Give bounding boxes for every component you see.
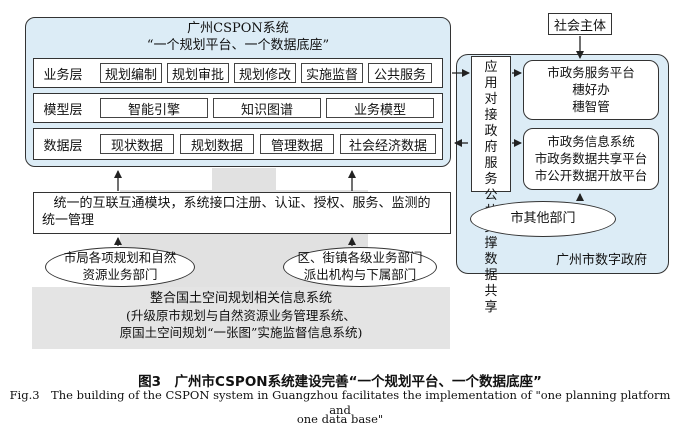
model-item: 业务模型 [326, 98, 434, 118]
figure-caption-en-line-1: Fig.3 The building of the CSPON system i… [9, 387, 671, 417]
interconnect-line-1: 统一的互联互通模块，系统接口注册、认证、授权、服务、监测的 [53, 196, 431, 211]
city-bureau-line: 市局各项规划和自然 [63, 250, 177, 265]
government-service-box [523, 60, 659, 120]
other-departments-ellipse: 市其他部门 [470, 201, 616, 237]
platform-subtitle: “一个规划平台、一个数据底座” [146, 38, 330, 53]
data-item: 管理数据 [260, 134, 334, 154]
interconnect-line-2: 统一管理 [42, 213, 95, 228]
business-item: 规划编制 [100, 63, 162, 83]
business-item: 规划审批 [167, 63, 229, 83]
business-item: 实施监督 [301, 63, 363, 83]
base-system-panel [32, 287, 450, 349]
district-departments-line: 派出机构与下属部门 [303, 267, 417, 282]
city-bureau-departments-ellipse [45, 247, 195, 287]
model-layer-label: 模型层 [43, 102, 83, 118]
government-service-line: 穗好办 [572, 82, 610, 97]
data-item: 现状数据 [100, 134, 174, 154]
government-info-line: 市公开数据开放平台 [534, 168, 648, 183]
interconnect-module-box [33, 192, 451, 234]
figure-caption-cn: 图3 广州市CSPON系统建设完善“一个规划平台、一个数据底座” [138, 374, 542, 390]
platform-title: 广州CSPON系统 [187, 21, 289, 36]
business-layer-label: 业务层 [43, 67, 83, 83]
data-item: 社会经济数据 [340, 134, 436, 154]
social-subject-box: 社会主体 [548, 13, 612, 35]
government-info-line: 市政务数据共享平台 [534, 151, 648, 166]
data-item: 规划数据 [180, 134, 254, 154]
government-service-line: 穗智管 [572, 99, 610, 114]
base-system-title: 整合国土空间规划相关信息系统 [149, 291, 332, 306]
government-service-line: 市政务服务平台 [547, 65, 635, 80]
business-item: 规划修改 [234, 63, 296, 83]
app-interface-box [471, 56, 511, 192]
data-layer-label: 数据层 [43, 138, 83, 154]
base-system-line-2: (升级原市规划与自然资源业务管理系统、 [126, 308, 356, 323]
model-item: 知识图谱 [213, 98, 321, 118]
city-bureau-line: 资源业务部门 [82, 267, 158, 282]
base-system-line-3: 原国土空间规划“一张图”实施监督信息系统) [119, 325, 363, 340]
model-item: 智能引擎 [100, 98, 208, 118]
government-info-box [523, 128, 659, 190]
business-item: 公共服务 [368, 63, 432, 83]
government-info-line: 市政务信息系统 [547, 134, 635, 149]
district-departments-ellipse [283, 247, 437, 287]
district-departments-line: 区、街镇各级业务部门 [297, 250, 423, 265]
figure-caption-en-line-2: one data base" [296, 411, 384, 426]
digital-government-label: 广州市数字政府 [556, 253, 648, 268]
